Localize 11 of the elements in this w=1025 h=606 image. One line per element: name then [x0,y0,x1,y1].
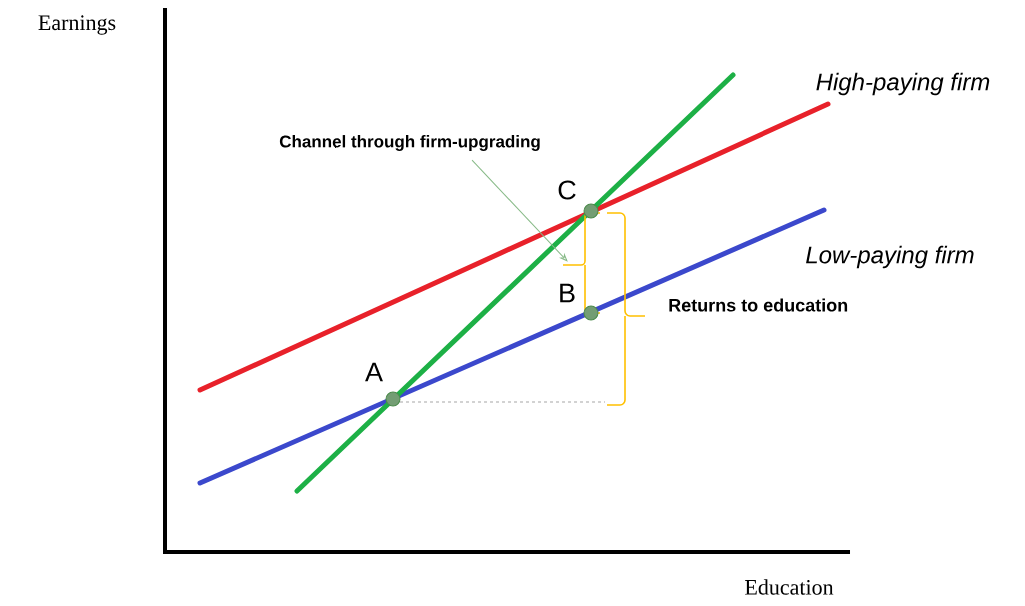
line-label: High-paying firm [816,72,990,96]
axis-label: Education [745,579,834,595]
point-label: B [560,283,575,303]
brace [562,212,601,314]
leader-line [471,159,568,262]
axis-label: Earnings [38,15,116,35]
line-label: Low-paying firm [806,245,974,269]
point-label: A [365,362,383,382]
point-label: C [558,180,576,200]
brace-label: Returns to education [669,298,848,312]
annotation-text: Channel through firm-upgrading [279,135,540,151]
